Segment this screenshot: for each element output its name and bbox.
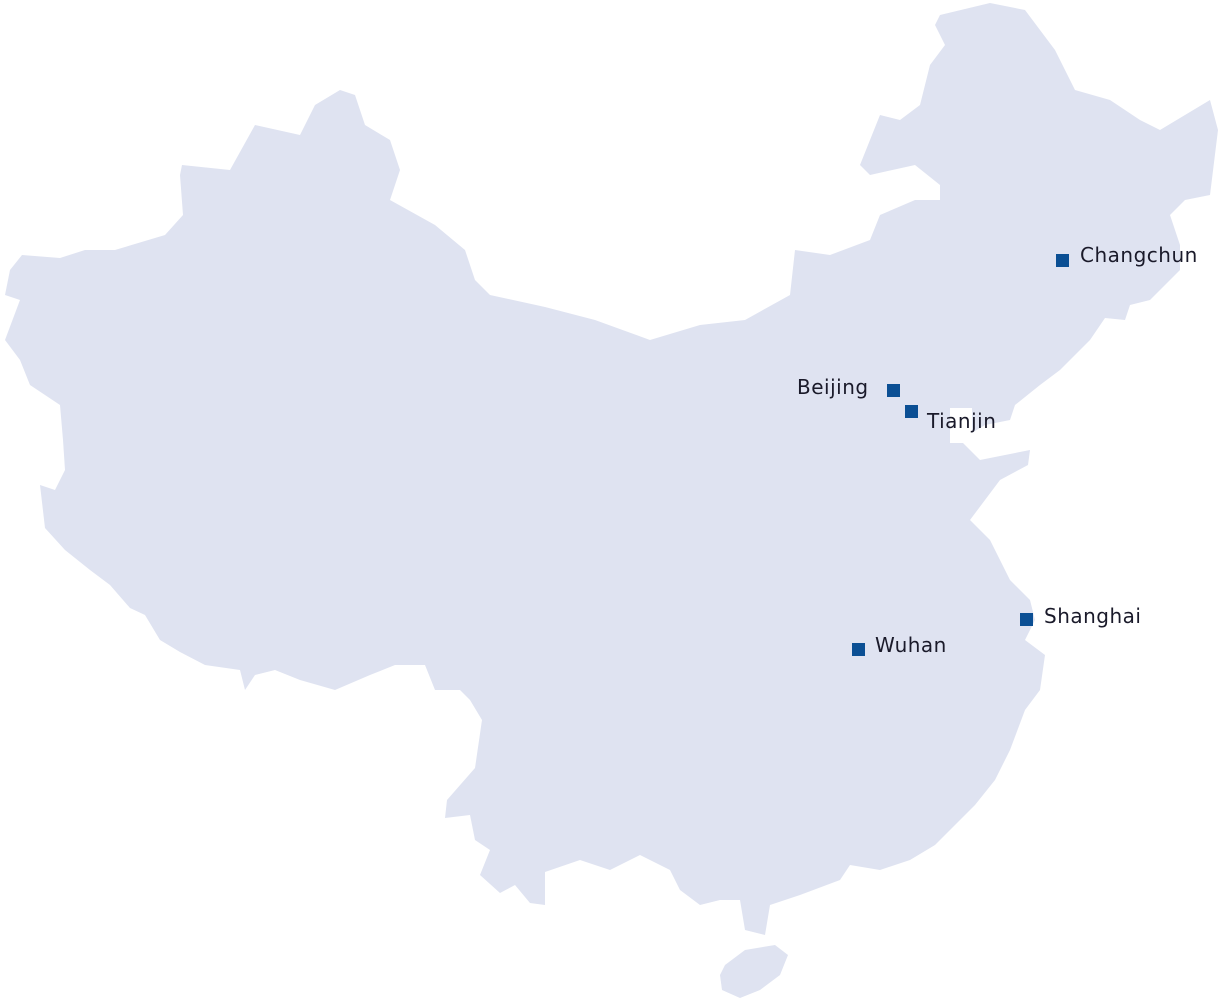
city-label-shanghai: Shanghai bbox=[1044, 604, 1142, 628]
city-marker-shanghai[interactable] bbox=[1020, 613, 1033, 626]
city-label-changchun: Changchun bbox=[1080, 243, 1198, 267]
mainland-china-shape bbox=[5, 3, 1218, 935]
hainan-island-shape bbox=[720, 945, 788, 998]
city-marker-tianjin[interactable] bbox=[905, 405, 918, 418]
city-marker-changchun[interactable] bbox=[1056, 254, 1069, 267]
city-marker-wuhan[interactable] bbox=[852, 643, 865, 656]
city-label-wuhan: Wuhan bbox=[875, 633, 947, 657]
city-label-tianjin: Tianjin bbox=[927, 409, 997, 433]
city-label-beijing: Beijing bbox=[797, 375, 869, 399]
bohai-bay bbox=[950, 408, 972, 443]
city-marker-beijing[interactable] bbox=[887, 384, 900, 397]
